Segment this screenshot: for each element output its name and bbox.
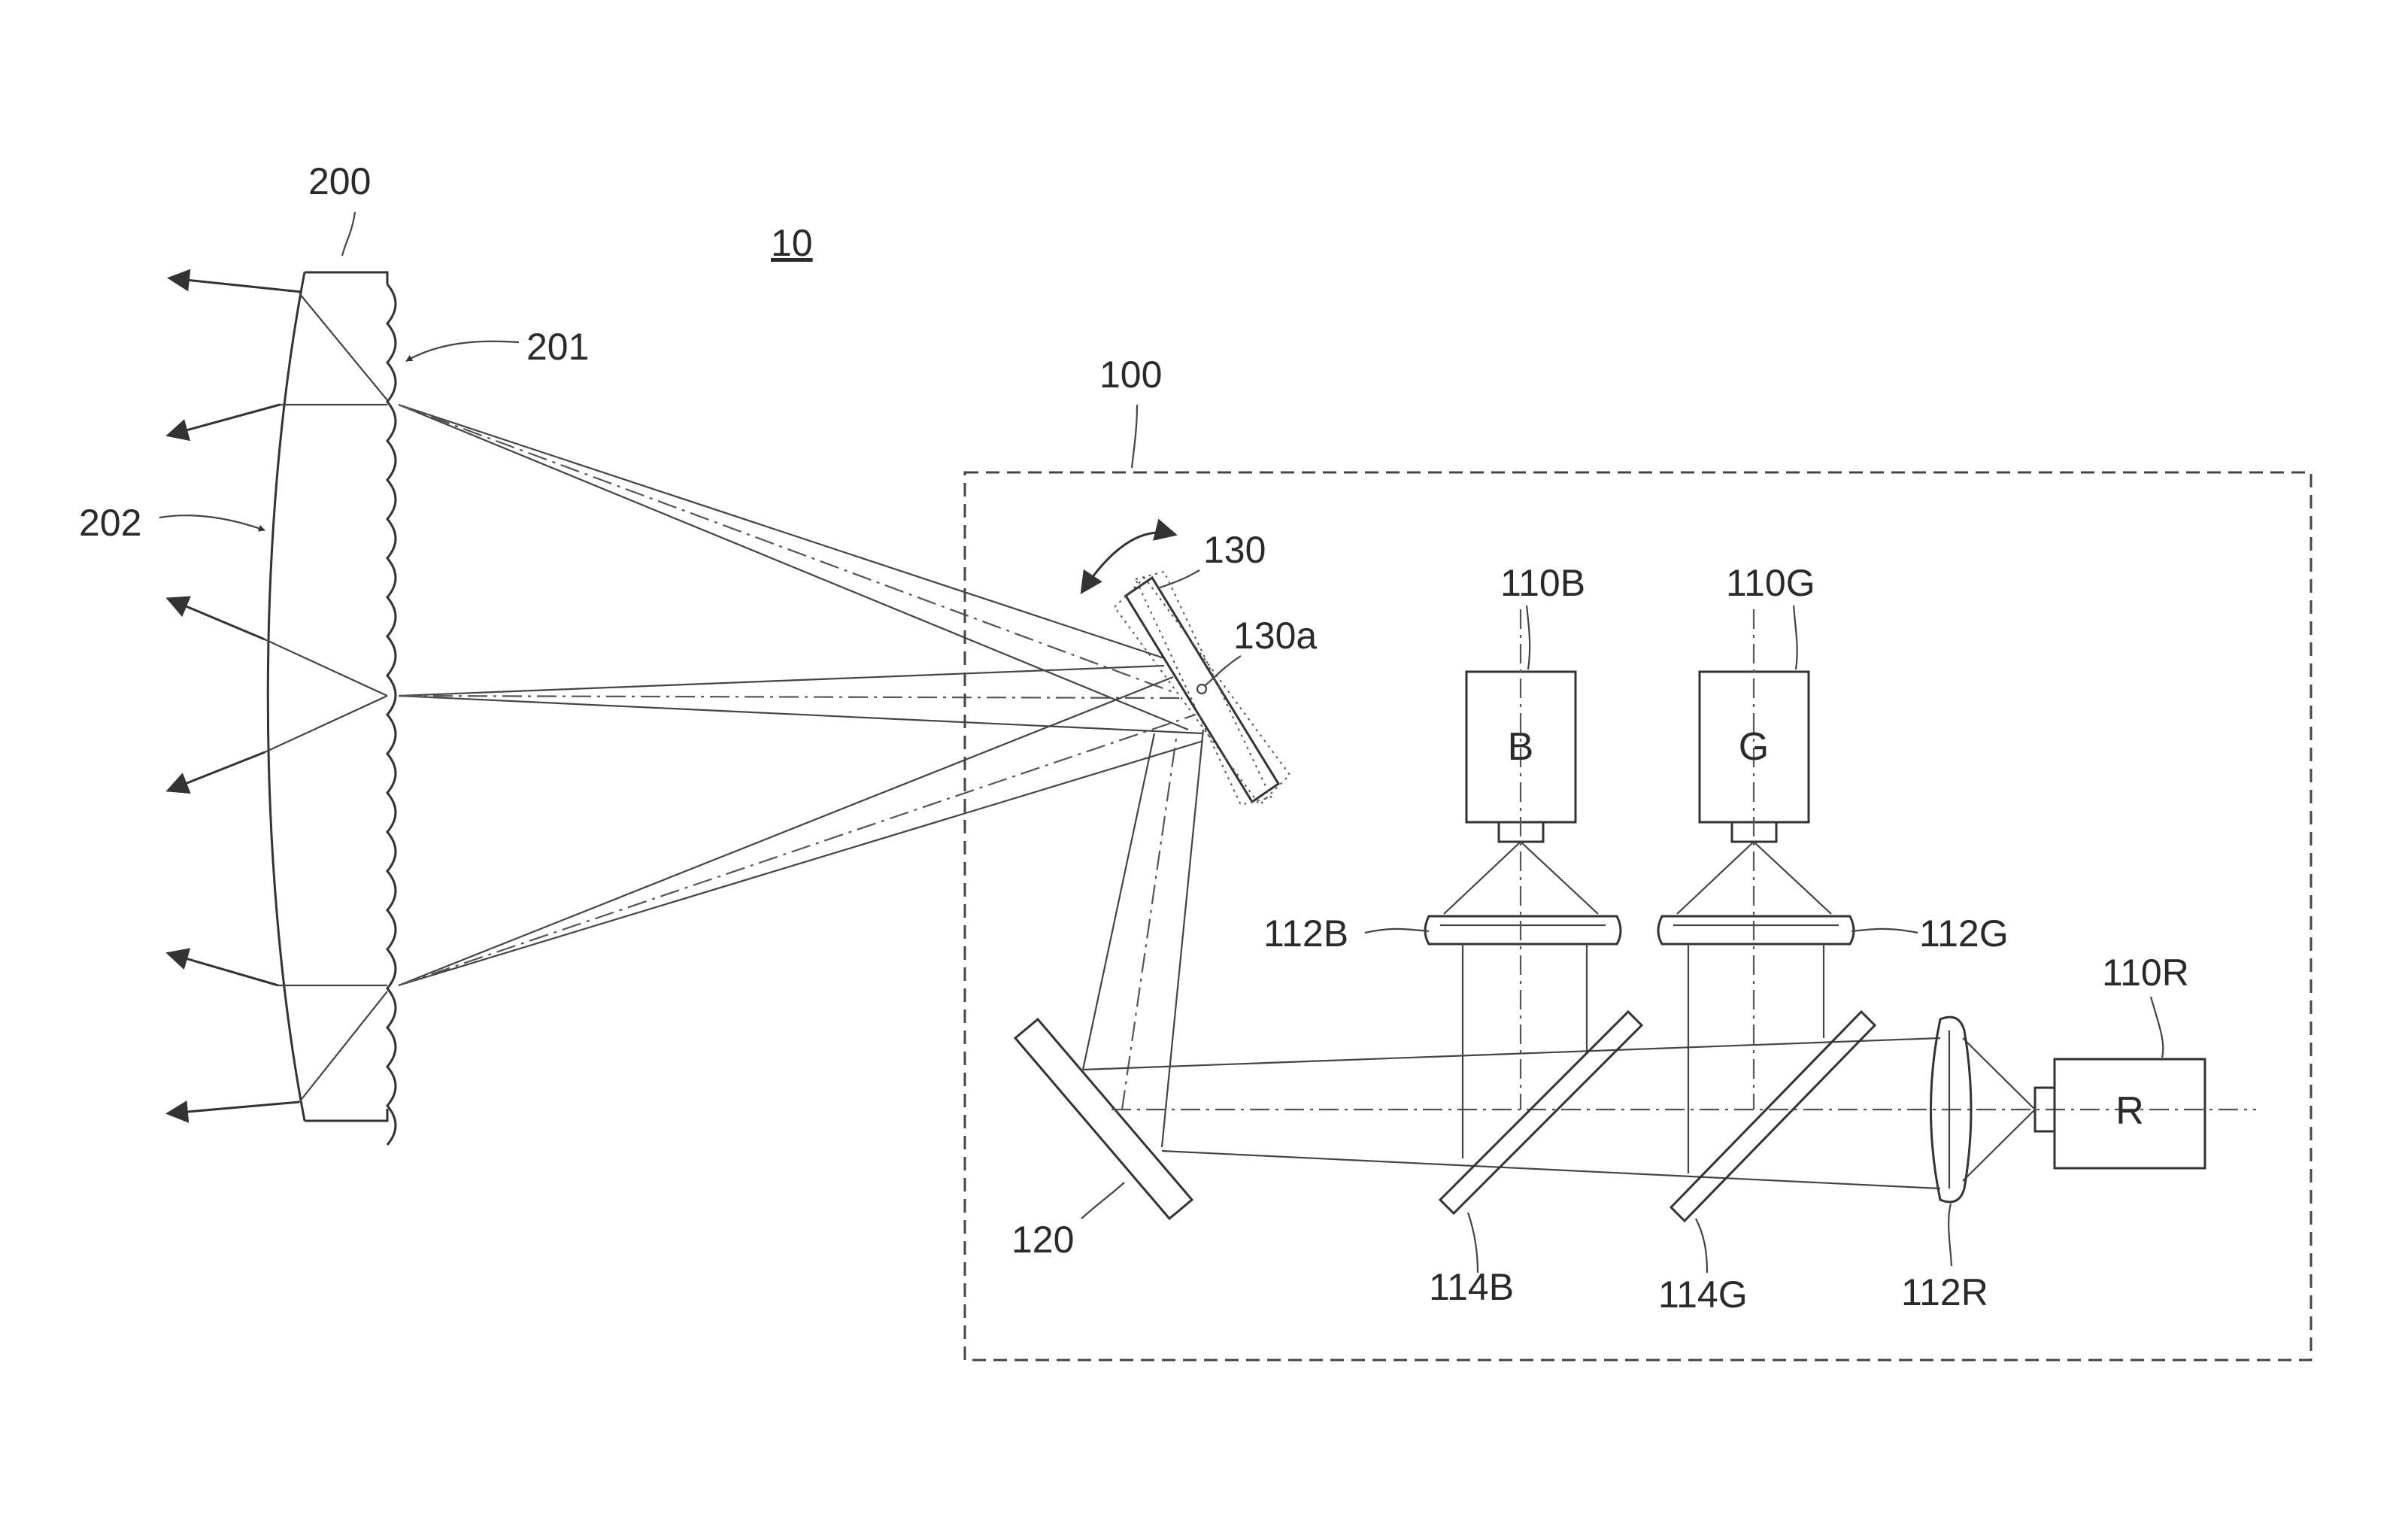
source-g: G [1658, 609, 1854, 1173]
source-b-letter: B [1508, 725, 1534, 769]
screen-element [170, 272, 396, 1145]
leader-110b [1527, 606, 1530, 669]
module-boundary [965, 472, 2311, 1360]
screen-internal-ray [299, 991, 387, 1102]
label-112g: 112G [1919, 912, 2009, 955]
screen-internal-ray [265, 696, 387, 752]
label-202: 202 [79, 502, 141, 544]
scan-beam-edge [1083, 733, 1154, 1070]
label-130: 130 [1203, 529, 1266, 571]
combined-beam-bottom [1162, 1151, 1940, 1189]
dichroic-g [1671, 1012, 1875, 1221]
screen-top-edge [305, 272, 387, 284]
leader-202 [159, 515, 265, 530]
leader-112b [1365, 929, 1429, 933]
leader-100 [1132, 405, 1137, 468]
dichroic-b [1440, 1012, 1642, 1213]
label-100: 100 [1099, 354, 1162, 396]
label-201: 201 [526, 326, 589, 368]
label-112b: 112B [1263, 912, 1348, 955]
lens-surface [268, 272, 305, 1121]
label-110r: 110R [2102, 952, 2189, 994]
leader-110g [1794, 606, 1797, 669]
output-arrow [170, 752, 265, 790]
leader-112r [1949, 1204, 1952, 1266]
combined-beam-top [1083, 1038, 1940, 1070]
microlens-array [387, 284, 396, 1145]
output-arrow [170, 1102, 299, 1113]
label-130a: 130a [1233, 615, 1317, 657]
label-200: 200 [308, 160, 371, 202]
leader-112g [1851, 929, 1918, 933]
label-112r: 112R [1901, 1271, 1988, 1313]
source-r-letter: R [2115, 1089, 2144, 1133]
leader-110r [2151, 997, 2163, 1058]
screen-bottom-edge [305, 1109, 387, 1121]
label-10: 10 [771, 222, 813, 264]
output-arrow [170, 600, 265, 639]
scan-rays [399, 405, 1203, 985]
leader-120 [1081, 1182, 1124, 1219]
scan-beam-axis [1122, 733, 1177, 1110]
label-110g: 110G [1726, 562, 1815, 604]
scanning-mirror [1083, 533, 1290, 805]
output-arrow [171, 278, 301, 292]
leader-200 [342, 212, 355, 256]
screen-internal-ray [299, 293, 387, 400]
screen-internal-ray [265, 639, 387, 696]
collimator-b-lens [1425, 916, 1621, 944]
label-114g: 114G [1658, 1274, 1748, 1316]
leader-114b [1468, 1213, 1478, 1273]
label-110b: 110B [1500, 562, 1585, 604]
collimator-g-lens [1658, 916, 1854, 944]
leader-201 [406, 342, 519, 361]
source-g-letter: G [1739, 725, 1769, 769]
label-120: 120 [1011, 1219, 1074, 1261]
output-arrow [170, 954, 278, 985]
label-114b: 114B [1429, 1266, 1514, 1308]
output-arrow [170, 405, 280, 435]
leader-130 [1158, 570, 1199, 588]
rotation-arrow [1083, 533, 1173, 590]
leader-114g [1696, 1219, 1707, 1273]
